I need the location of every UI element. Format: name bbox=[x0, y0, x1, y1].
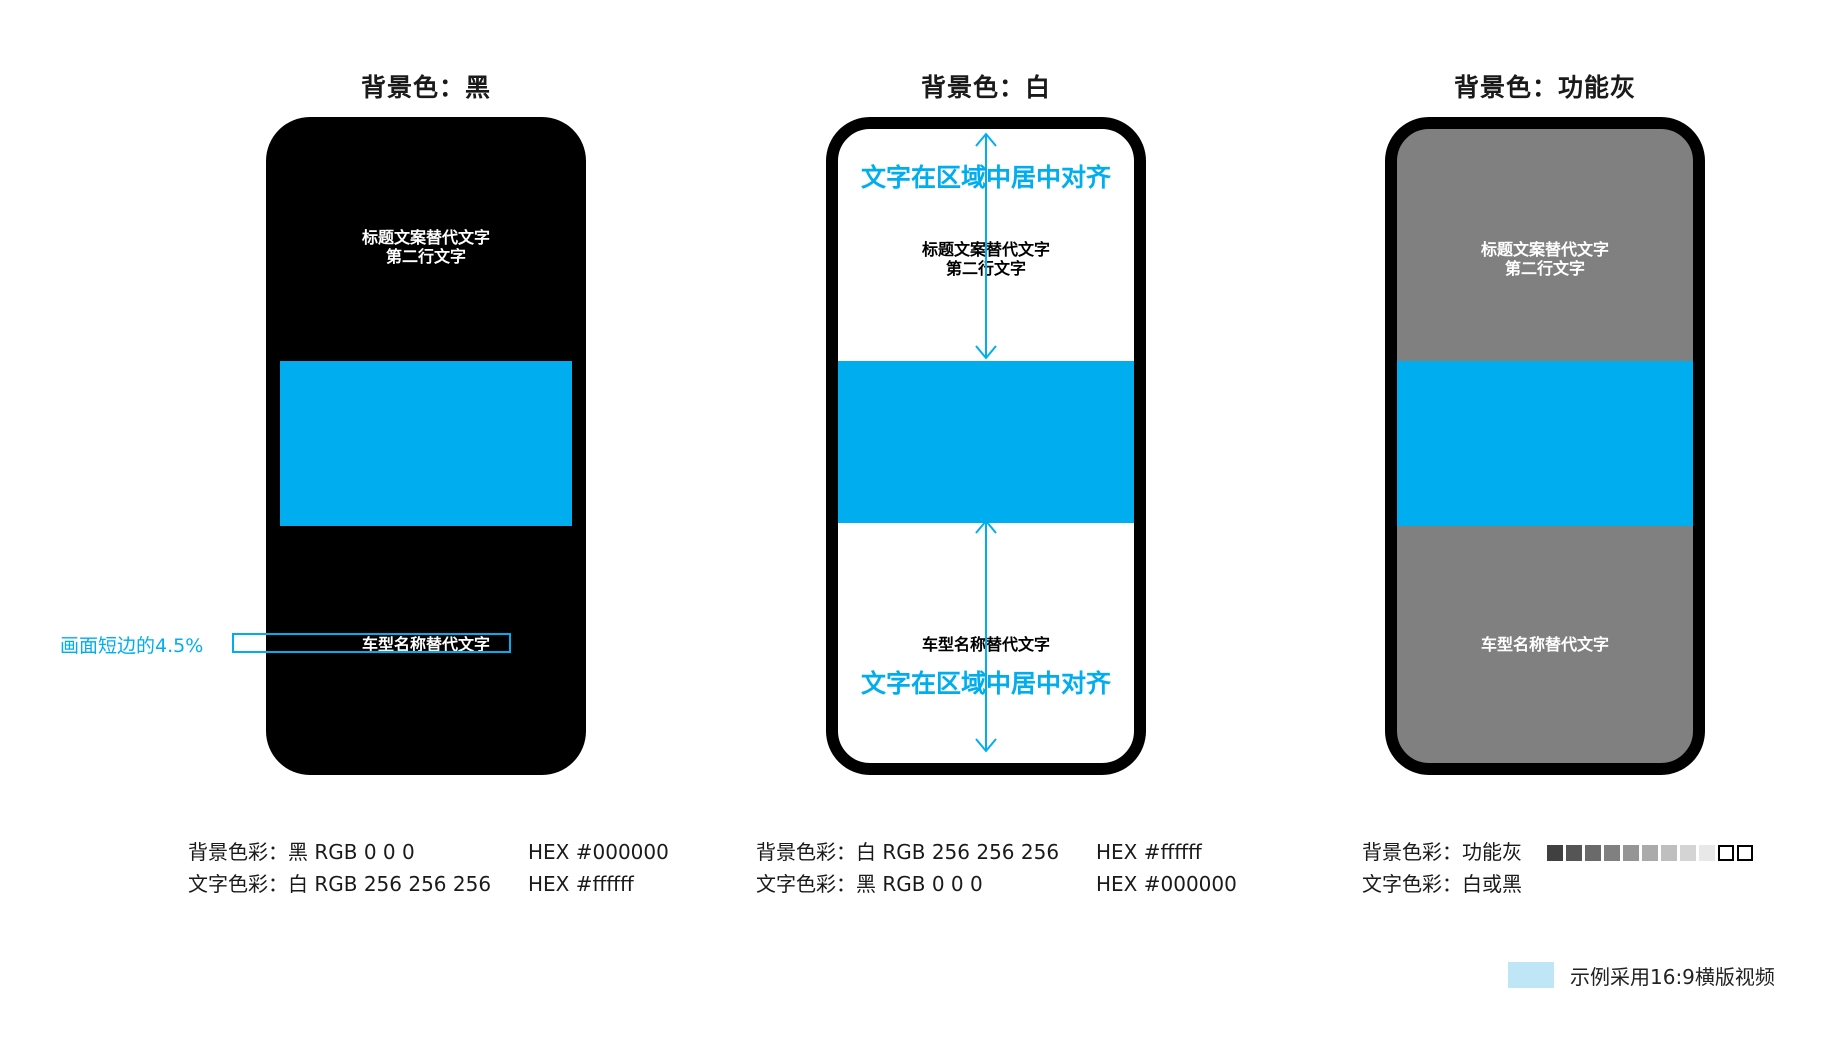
model-name-text: 车型名称替代文字 bbox=[361, 635, 490, 654]
gray-swatch bbox=[1623, 845, 1639, 861]
spec-bg-row: 背景色彩：黑 RGB 0 0 0 HEX #000000 bbox=[188, 836, 669, 868]
gray-swatch bbox=[1737, 845, 1753, 861]
gray-swatch bbox=[1604, 845, 1620, 861]
spec-text-hex: HEX #000000 bbox=[1096, 872, 1237, 896]
spec-block-gray: 背景色彩：功能灰 文字色彩：白或黑 bbox=[1362, 836, 1522, 900]
spec-block-black: 背景色彩：黑 RGB 0 0 0 HEX #000000 文字色彩：白 RGB 2… bbox=[188, 836, 669, 900]
spec-text-row: 文字色彩：白 RGB 256 256 256 HEX #ffffff bbox=[188, 868, 669, 900]
phone-title-text: 标题文案替代文字 第二行文字 bbox=[266, 228, 586, 266]
panel-title: 背景色：功能灰 bbox=[1453, 73, 1636, 102]
spec-text-value: 黑 RGB 0 0 0 bbox=[856, 872, 983, 896]
spec-text-label: 文字色彩： bbox=[1362, 872, 1462, 896]
phone-title-line1: 标题文案替代文字 bbox=[361, 228, 490, 247]
spec-bg-value: 功能灰 bbox=[1462, 840, 1522, 864]
spec-bg-row: 背景色彩：白 RGB 256 256 256 HEX #ffffff bbox=[756, 836, 1237, 868]
spec-bg-label: 背景色彩： bbox=[1362, 840, 1462, 864]
phone-title-text: 标题文案替代文字 第二行文字 bbox=[1397, 240, 1693, 278]
spec-text-value: 白或黑 bbox=[1462, 872, 1522, 896]
spec-text-row: 文字色彩：黑 RGB 0 0 0 HEX #000000 bbox=[756, 868, 1237, 900]
spec-bg-value: 黑 RGB 0 0 0 bbox=[288, 840, 415, 864]
gray-swatch bbox=[1699, 845, 1715, 861]
panel-gray: 背景色：功能灰 标题文案替代文字 第二行文字 车型名称替代文字 bbox=[1265, 0, 1824, 1042]
video-area bbox=[280, 361, 572, 526]
panel-title: 背景色：黑 bbox=[360, 73, 491, 102]
spec-bg-hex: HEX #000000 bbox=[528, 840, 669, 864]
phone-title-line2: 第二行文字 bbox=[1504, 259, 1585, 278]
video-area bbox=[1397, 361, 1693, 526]
gray-swatch-row bbox=[1547, 845, 1753, 861]
gray-swatch bbox=[1718, 845, 1734, 861]
legend-label: 示例采用16:9横版视频 bbox=[1570, 965, 1775, 989]
spec-block-white: 背景色彩：白 RGB 256 256 256 HEX #ffffff 文字色彩：黑… bbox=[756, 836, 1237, 900]
panel-title: 背景色：白 bbox=[920, 73, 1051, 102]
spec-bg-label: 背景色彩： bbox=[188, 840, 288, 864]
spec-text-label: 文字色彩： bbox=[756, 872, 856, 896]
center-align-note-top: 文字在区域中居中对齐 bbox=[860, 163, 1111, 192]
spec-text-row: 文字色彩：白或黑 bbox=[1362, 868, 1522, 900]
phone-title-line2: 第二行文字 bbox=[385, 247, 466, 266]
gray-swatch bbox=[1661, 845, 1677, 861]
phone-title-line1: 标题文案替代文字 bbox=[921, 240, 1050, 259]
model-name-text: 车型名称替代文字 bbox=[1480, 635, 1609, 654]
spec-bg-row: 背景色彩：功能灰 bbox=[1362, 836, 1522, 868]
spec-text-label: 文字色彩： bbox=[188, 872, 288, 896]
gray-swatch bbox=[1642, 845, 1658, 861]
phone-mockup-gray: 标题文案替代文字 第二行文字 车型名称替代文字 bbox=[1385, 117, 1705, 775]
gray-swatch bbox=[1566, 845, 1582, 861]
phone-mockup-white: 文字在区域中居中对齐 标题文案替代文字 第二行文字 车型名称替代文字 文字在区域… bbox=[826, 117, 1146, 775]
phone-title-text: 标题文案替代文字 第二行文字 bbox=[838, 240, 1134, 278]
spec-text-hex: HEX #ffffff bbox=[528, 872, 634, 896]
phone-title-line1: 标题文案替代文字 bbox=[1480, 240, 1609, 259]
spec-bg-hex: HEX #ffffff bbox=[1096, 840, 1202, 864]
gray-swatch bbox=[1547, 845, 1563, 861]
video-area bbox=[838, 361, 1134, 523]
center-align-note-bottom: 文字在区域中居中对齐 bbox=[860, 669, 1111, 698]
margin-annotation-label: 画面短边的4.5% bbox=[60, 635, 204, 657]
spec-bg-value: 白 RGB 256 256 256 bbox=[856, 840, 1060, 864]
legend-swatch bbox=[1508, 962, 1554, 988]
spec-bg-label: 背景色彩： bbox=[756, 840, 856, 864]
model-name-text: 车型名称替代文字 bbox=[921, 635, 1050, 654]
spec-text-value: 白 RGB 256 256 256 bbox=[288, 872, 492, 896]
phone-title-line2: 第二行文字 bbox=[945, 259, 1026, 278]
gray-swatch bbox=[1585, 845, 1601, 861]
phone-mockup-black: 标题文案替代文字 第二行文字 车型名称替代文字 bbox=[266, 117, 586, 775]
gray-swatch bbox=[1680, 845, 1696, 861]
